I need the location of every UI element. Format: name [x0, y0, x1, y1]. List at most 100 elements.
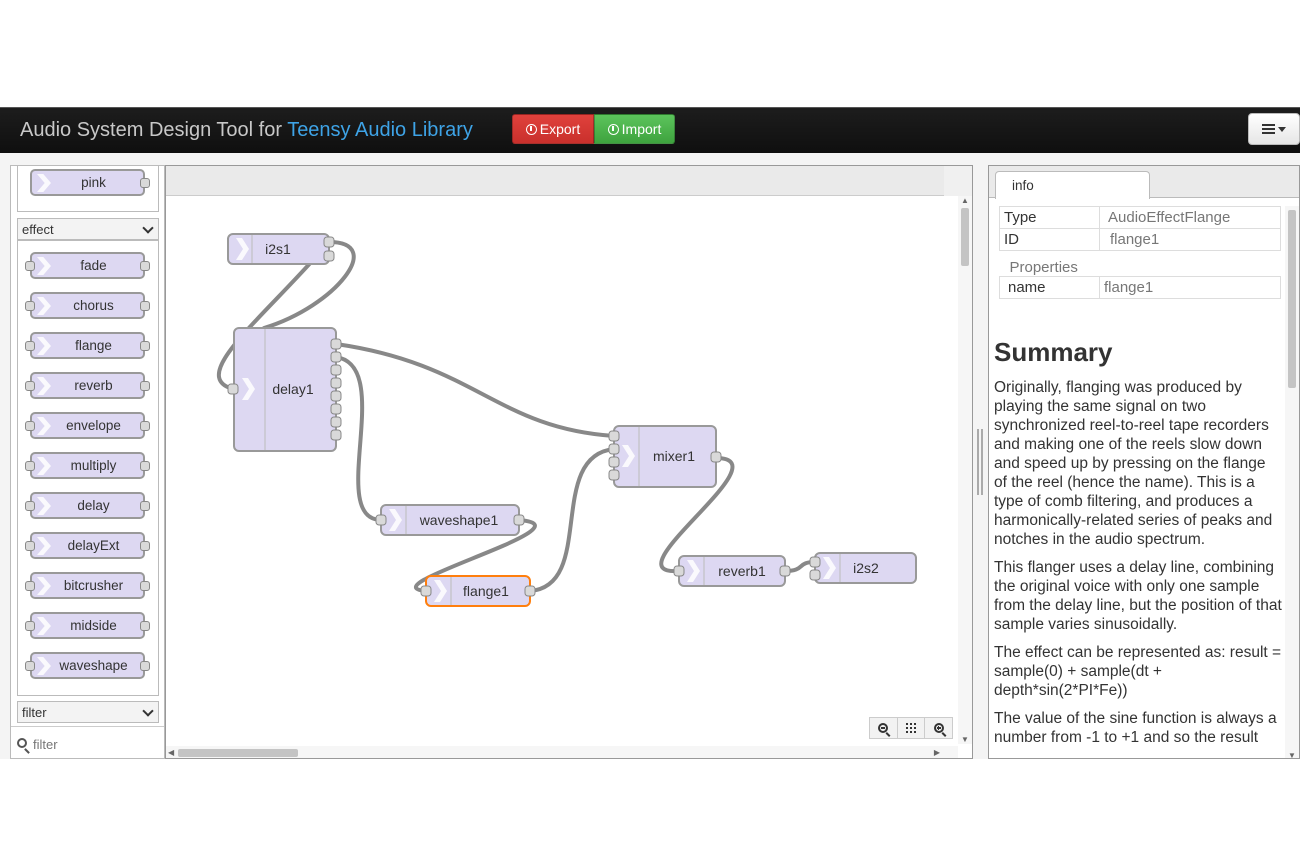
wire-i2s1-delay1[interactable] — [262, 240, 356, 330]
scroll-down-icon[interactable]: ▼ — [961, 735, 969, 744]
input-port[interactable] — [25, 341, 35, 351]
palette-node-chorus[interactable]: chorus — [25, 292, 150, 319]
palette-node-fade[interactable]: fade — [25, 252, 150, 279]
node-flange1[interactable]: flange1 — [420, 575, 536, 607]
output-port[interactable] — [330, 377, 342, 389]
output-port[interactable] — [323, 236, 335, 248]
palette-node-pink[interactable]: pink — [30, 169, 150, 196]
node-reverb1[interactable]: reverb1 — [673, 555, 791, 587]
node-delay1[interactable]: delay1 — [227, 327, 342, 452]
wire-mixer1-reverb1[interactable] — [659, 456, 735, 574]
input-port[interactable] — [809, 556, 821, 568]
workspace-horizontal-scrollbar[interactable]: ◀ ▶ — [166, 746, 958, 758]
workspace-canvas[interactable]: i2s1 delay1 — [165, 165, 973, 759]
palette-node-delay[interactable]: delay — [25, 492, 150, 519]
panel-splitter[interactable] — [976, 429, 984, 495]
property-key: Type — [999, 206, 1100, 229]
output-port[interactable] — [140, 541, 150, 551]
export-button[interactable]: Export — [512, 114, 594, 144]
scroll-up-icon[interactable]: ▲ — [961, 196, 969, 205]
output-port[interactable] — [140, 661, 150, 671]
output-port[interactable] — [140, 461, 150, 471]
palette-node-delayext[interactable]: delayExt — [25, 532, 150, 559]
palette-category-effect[interactable]: effect — [17, 218, 159, 240]
node-waveshape1[interactable]: waveshape1 — [375, 504, 525, 536]
output-port[interactable] — [330, 364, 342, 376]
input-port[interactable] — [25, 421, 35, 431]
scroll-thumb[interactable] — [1288, 210, 1296, 388]
output-port[interactable] — [140, 341, 150, 351]
output-port[interactable] — [140, 421, 150, 431]
scroll-down-icon[interactable]: ▼ — [1288, 751, 1296, 759]
input-port[interactable] — [809, 569, 821, 581]
zoom-in-button[interactable] — [925, 718, 952, 738]
scroll-right-icon[interactable]: ▶ — [933, 748, 940, 757]
output-port[interactable] — [140, 178, 150, 188]
palette-node-midside[interactable]: midside — [25, 612, 150, 639]
input-port[interactable] — [25, 261, 35, 271]
input-port[interactable] — [420, 585, 432, 597]
category-label: effect — [22, 222, 54, 237]
tab-info[interactable]: info — [995, 171, 1150, 199]
output-port[interactable] — [710, 451, 722, 463]
output-port[interactable] — [330, 403, 342, 415]
input-port[interactable] — [608, 430, 620, 442]
input-port[interactable] — [608, 469, 620, 481]
node-label: i2s1 — [265, 241, 291, 257]
scroll-left-icon[interactable]: ◀ — [168, 748, 175, 757]
scroll-thumb[interactable] — [178, 749, 298, 757]
palette-node-reverb[interactable]: reverb — [25, 372, 150, 399]
output-port[interactable] — [330, 429, 342, 441]
palette-node-envelope[interactable]: envelope — [25, 412, 150, 439]
output-port[interactable] — [330, 338, 342, 350]
palette-node-label: bitcrusher — [63, 578, 124, 593]
output-port[interactable] — [140, 621, 150, 631]
input-port[interactable] — [25, 621, 35, 631]
input-port[interactable] — [25, 661, 35, 671]
import-button[interactable]: Import — [594, 114, 675, 144]
output-port[interactable] — [330, 351, 342, 363]
input-port[interactable] — [25, 501, 35, 511]
input-port[interactable] — [25, 301, 35, 311]
input-port[interactable] — [25, 381, 35, 391]
input-port[interactable] — [25, 541, 35, 551]
zoom-out-button[interactable] — [870, 718, 898, 738]
wire-waveshape1-flange1[interactable] — [414, 518, 537, 593]
workspace-vertical-scrollbar[interactable]: ▲ ▼ — [958, 196, 972, 744]
output-port[interactable] — [330, 416, 342, 428]
wire-delay1-waveshape1[interactable] — [334, 355, 383, 522]
input-port[interactable] — [673, 565, 685, 577]
input-port[interactable] — [608, 443, 620, 455]
input-port[interactable] — [25, 461, 35, 471]
input-port[interactable] — [608, 456, 620, 468]
zoom-reset-button[interactable] — [898, 718, 926, 738]
node-i2s2[interactable]: i2s2 — [809, 552, 917, 584]
input-port[interactable] — [25, 581, 35, 591]
node-i2s1[interactable]: i2s1 — [227, 233, 335, 265]
filter-input[interactable] — [31, 734, 156, 754]
palette-node-multiply[interactable]: multiply — [25, 452, 150, 479]
sidebar-scrollbar[interactable]: ▼ — [1285, 206, 1299, 759]
palette-node-flange[interactable]: flange — [25, 332, 150, 359]
scroll-thumb[interactable] — [961, 208, 969, 266]
output-port[interactable] — [140, 381, 150, 391]
palette-node-bitcrusher[interactable]: bitcrusher — [25, 572, 150, 599]
menu-button[interactable] — [1248, 113, 1300, 145]
palette-node-waveshape[interactable]: waveshape — [25, 652, 150, 679]
input-port[interactable] — [375, 514, 387, 526]
palette-category-filter[interactable]: filter — [17, 701, 159, 723]
node-mixer1[interactable]: mixer1 — [608, 425, 722, 488]
flow-diagram[interactable]: i2s1 delay1 — [166, 166, 958, 746]
output-port[interactable] — [140, 301, 150, 311]
output-port[interactable] — [140, 261, 150, 271]
output-port[interactable] — [330, 390, 342, 402]
wire-delay1-mixer1[interactable] — [334, 342, 616, 438]
wire-flange1-mixer1[interactable] — [528, 447, 616, 593]
output-port[interactable] — [140, 581, 150, 591]
output-port[interactable] — [140, 501, 150, 511]
input-port[interactable] — [227, 383, 239, 395]
output-port[interactable] — [524, 585, 536, 597]
output-port[interactable] — [513, 514, 525, 526]
output-port[interactable] — [779, 565, 791, 577]
output-port[interactable] — [323, 250, 335, 262]
